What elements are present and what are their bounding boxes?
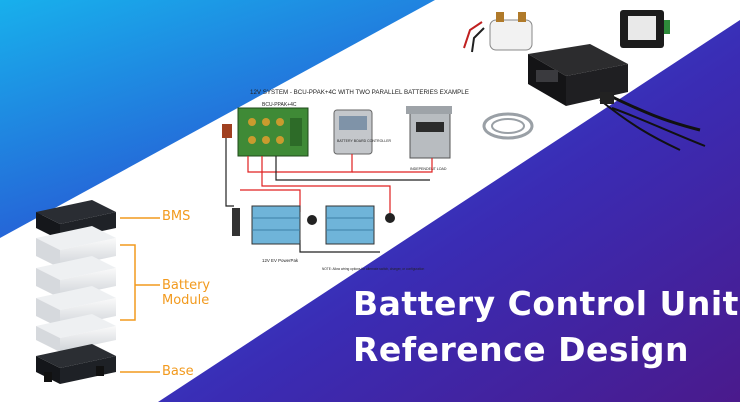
contactor-icon bbox=[463, 12, 533, 53]
circuit-board-icon bbox=[237, 107, 309, 157]
controller-display-icon: BATTERY BOARD CONTROLLER bbox=[333, 109, 392, 155]
cable-icon bbox=[482, 112, 534, 140]
battery-pack-left bbox=[251, 205, 301, 245]
stack-callouts bbox=[120, 217, 160, 373]
load-appliance-icon: INDEPENDENT LOAD bbox=[406, 106, 452, 171]
wiring-diagram: 12V SYSTEM - BCU-PPAK+4C WITH TWO PARALL… bbox=[222, 89, 469, 271]
svg-text:INDEPENDENT LOAD: INDEPENDENT LOAD bbox=[410, 167, 447, 171]
title-line-2: Reference Design bbox=[353, 330, 689, 369]
diagram-board-label: BCU-PPAK+4C bbox=[262, 102, 297, 108]
diagram-title: 12V SYSTEM - BCU-PPAK+4C WITH TWO PARALL… bbox=[250, 89, 469, 96]
controller-box-icon bbox=[620, 10, 670, 48]
svg-text:12V EV PowerPak: 12V EV PowerPak bbox=[262, 258, 299, 263]
title-line-1: Battery Control Unit bbox=[353, 284, 739, 323]
left-blue-panel bbox=[0, 0, 435, 238]
svg-text:NOTE: Allow wiring options for: NOTE: Allow wiring options for alternate… bbox=[322, 267, 424, 271]
bms-label: BMS bbox=[162, 209, 191, 224]
battery-stack-icon bbox=[36, 200, 116, 384]
wire-harness-icon bbox=[599, 92, 706, 151]
svg-text:BATTERY BOARD CONTROLLER: BATTERY BOARD CONTROLLER bbox=[337, 139, 392, 143]
right-purple-panel bbox=[158, 20, 740, 402]
base-label: Base bbox=[162, 364, 194, 379]
battery-pack-right bbox=[325, 205, 375, 245]
battery-module-label: Battery Module bbox=[162, 278, 211, 308]
